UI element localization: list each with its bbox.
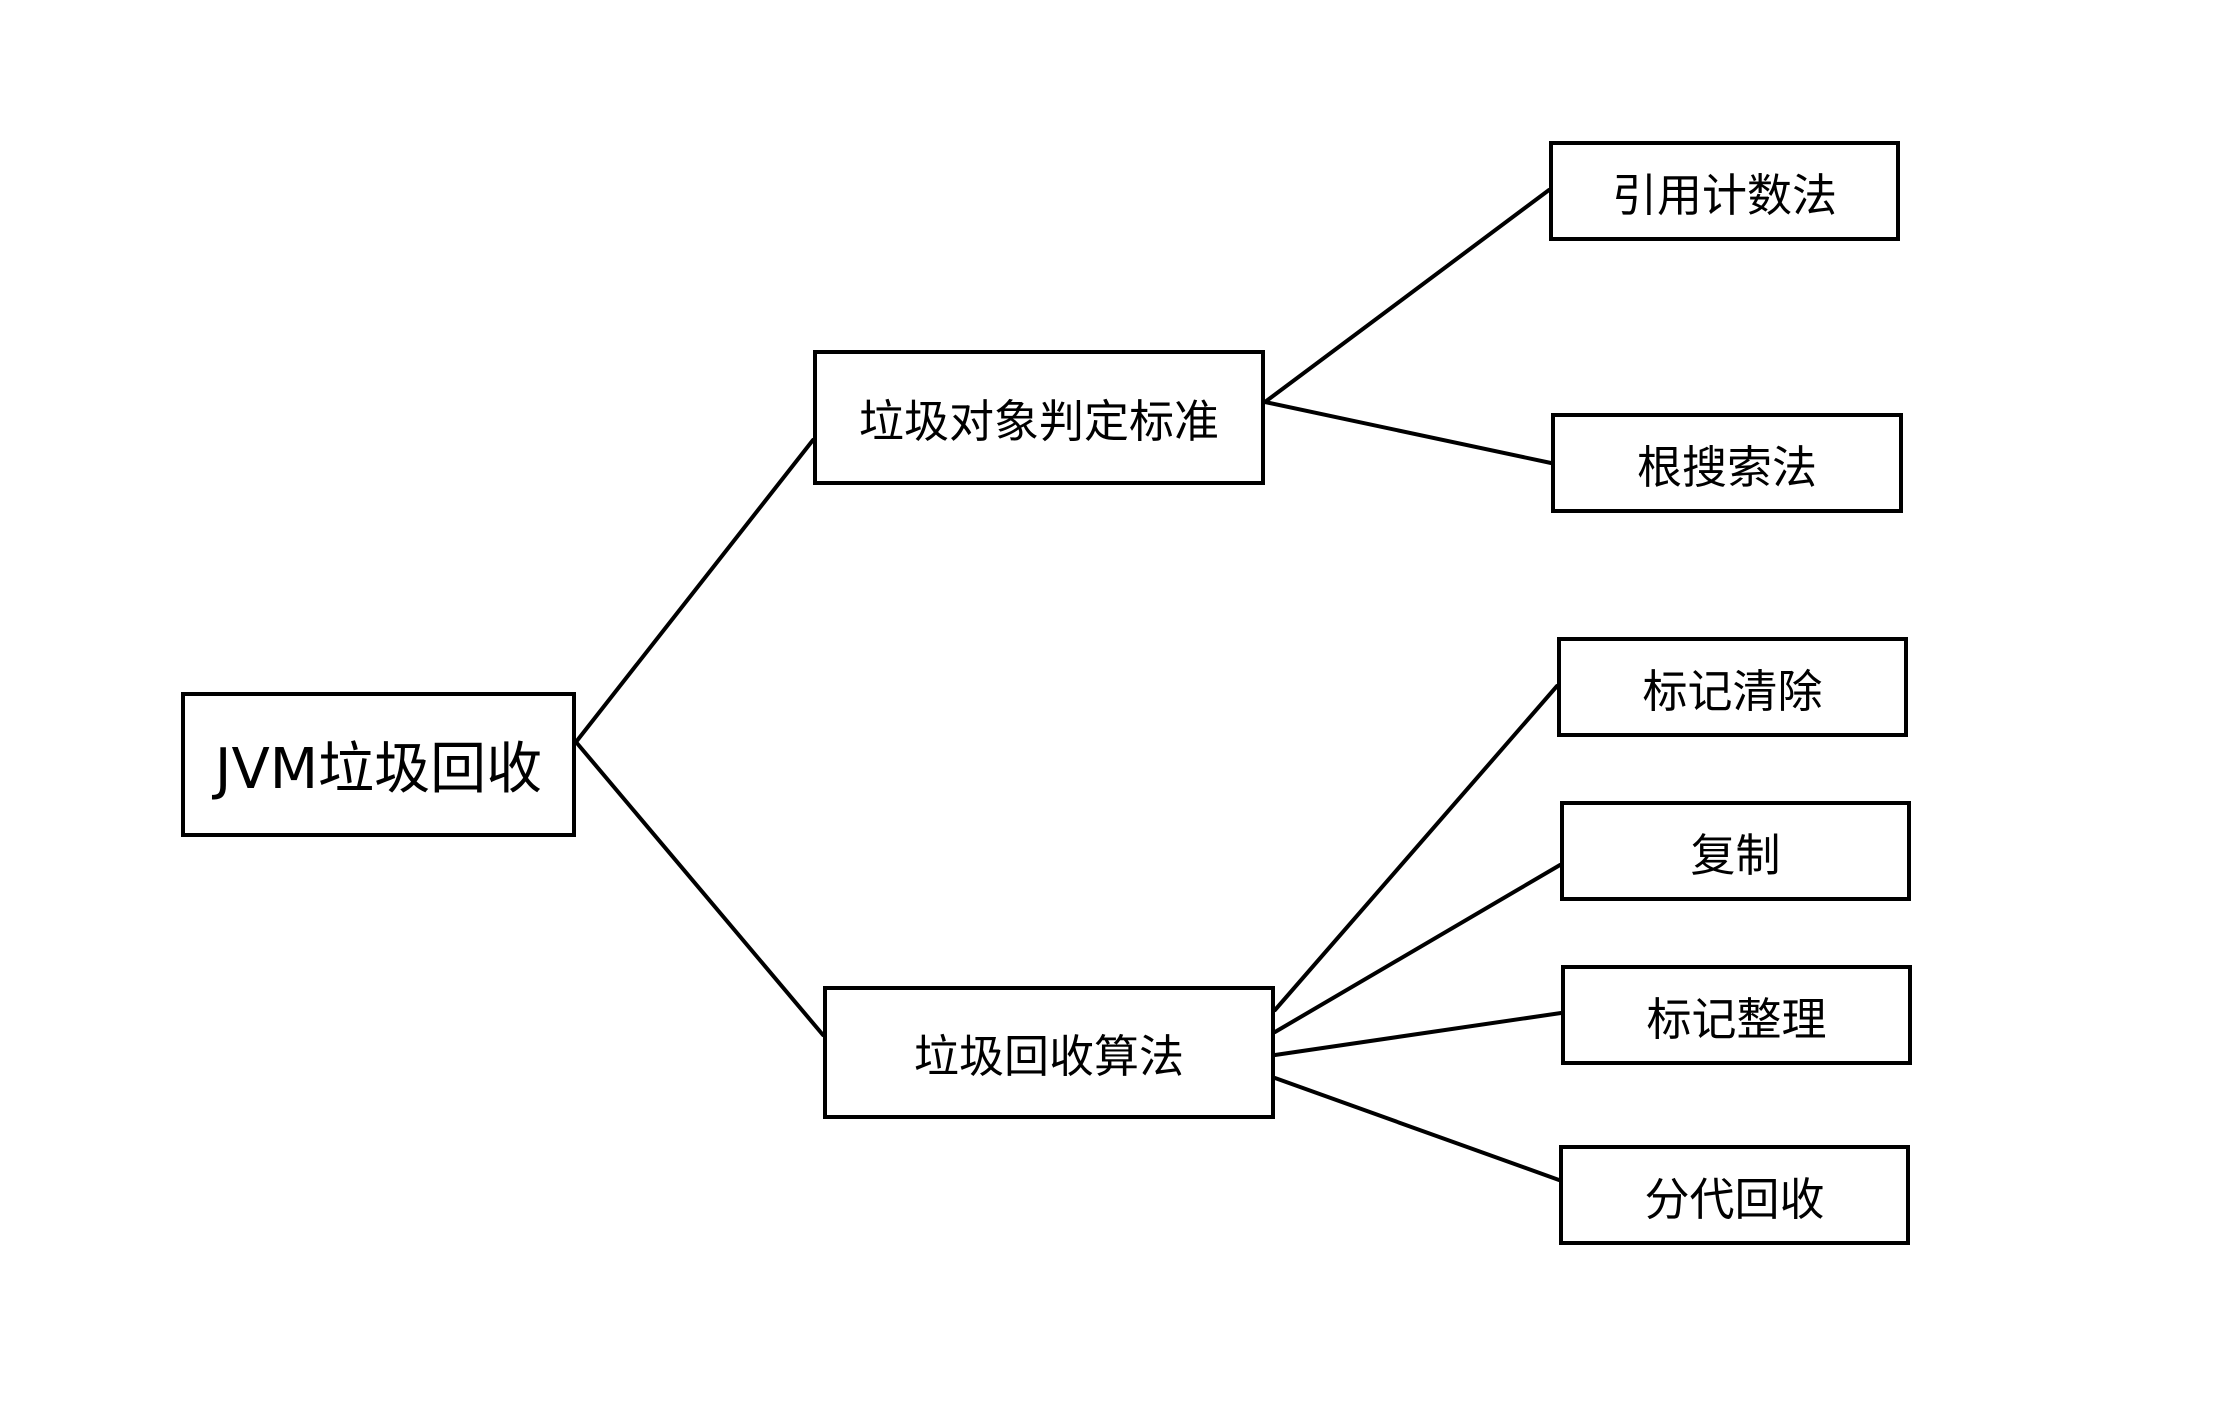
connector-algo-to-mark — [1273, 684, 1559, 1012]
connector-judge-to-rootsearch — [1263, 400, 1553, 465]
branch-node-algorithms: 垃圾回收算法 — [823, 986, 1275, 1119]
leaf-node-label: 复制 — [1690, 828, 1781, 882]
connector-algo-to-copy — [1273, 863, 1562, 1034]
connector-algo-to-compact — [1273, 1011, 1563, 1057]
connector-algo-to-gen — [1273, 1076, 1561, 1182]
branch-node-judgment: 垃圾对象判定标准 — [813, 350, 1265, 485]
leaf-node-reference-counting: 引用计数法 — [1549, 141, 1900, 241]
branch-node-label: 垃圾回收算法 — [913, 1030, 1184, 1083]
branch-node-label: 垃圾对象判定标准 — [858, 395, 1219, 448]
leaf-node-label: 标记清除 — [1642, 664, 1823, 718]
root-node: JVM垃圾回收 — [181, 692, 576, 837]
leaf-node-label: 引用计数法 — [1611, 168, 1837, 222]
leaf-node-mark-sweep: 标记清除 — [1557, 637, 1908, 737]
leaf-node-root-search: 根搜索法 — [1551, 413, 1903, 513]
connector-root-to-judge — [574, 438, 815, 744]
connector-judge-to-ref — [1263, 188, 1551, 404]
leaf-node-generational: 分代回收 — [1559, 1145, 1910, 1245]
connector-root-to-algo — [574, 740, 825, 1037]
leaf-node-label: 根搜索法 — [1636, 440, 1817, 494]
leaf-node-copying: 复制 — [1560, 801, 1911, 901]
root-node-label: JVM垃圾回收 — [214, 737, 543, 802]
leaf-node-label: 标记整理 — [1646, 992, 1827, 1046]
leaf-node-label: 分代回收 — [1644, 1172, 1825, 1226]
leaf-node-mark-compact: 标记整理 — [1561, 965, 1912, 1065]
